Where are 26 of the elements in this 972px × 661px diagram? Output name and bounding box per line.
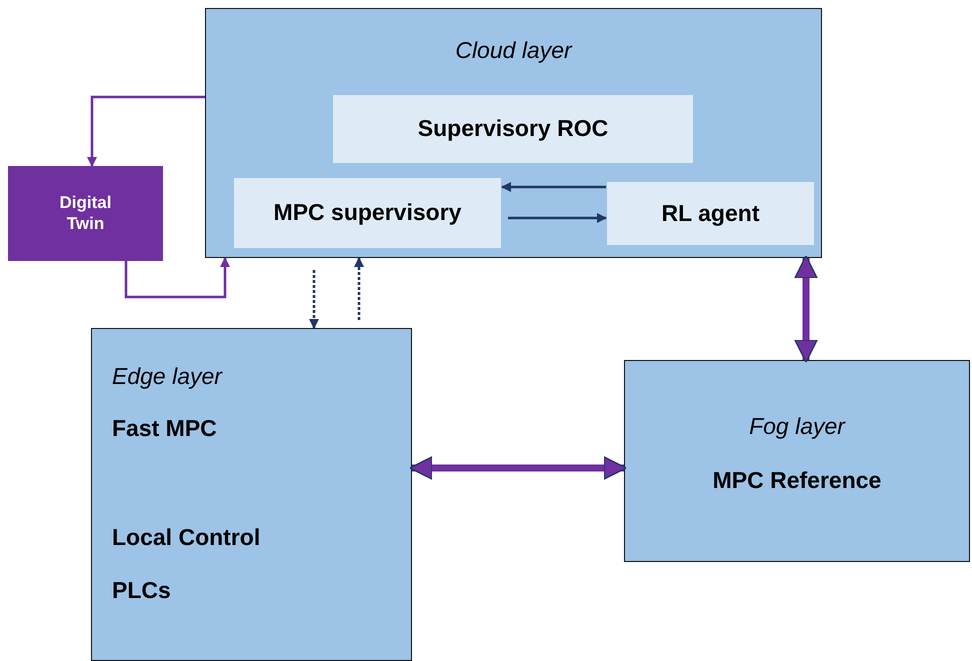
node-label: PLCs [112,577,171,605]
node-label: Fast MPC [112,415,217,443]
process-box [607,182,814,245]
layer-title: Cloud layer [454,37,574,65]
node-label: Local Control [112,524,260,552]
layer-title: Fog layer [748,413,847,441]
arrow [354,257,364,320]
fog-layer-panel [624,360,970,562]
node-label: RL agent [662,200,760,228]
cloud-layer-panel [205,8,822,258]
arrow [508,213,607,223]
arrow [501,182,606,192]
layer-title: Edge layer [112,363,222,391]
node-label: MPC supervisory [274,199,462,227]
node-label: MPC Reference [712,467,882,495]
digital-twin-box [8,166,163,261]
arrow [309,270,319,329]
arrow [794,255,818,363]
arrow [124,257,230,298]
arrow [87,96,205,167]
edge-layer-panel [91,328,412,661]
node-label: Supervisory ROC [418,115,608,143]
process-box [333,95,693,163]
arrow [409,456,627,480]
node-label: Digital Twin [58,193,112,234]
process-box [234,178,501,248]
